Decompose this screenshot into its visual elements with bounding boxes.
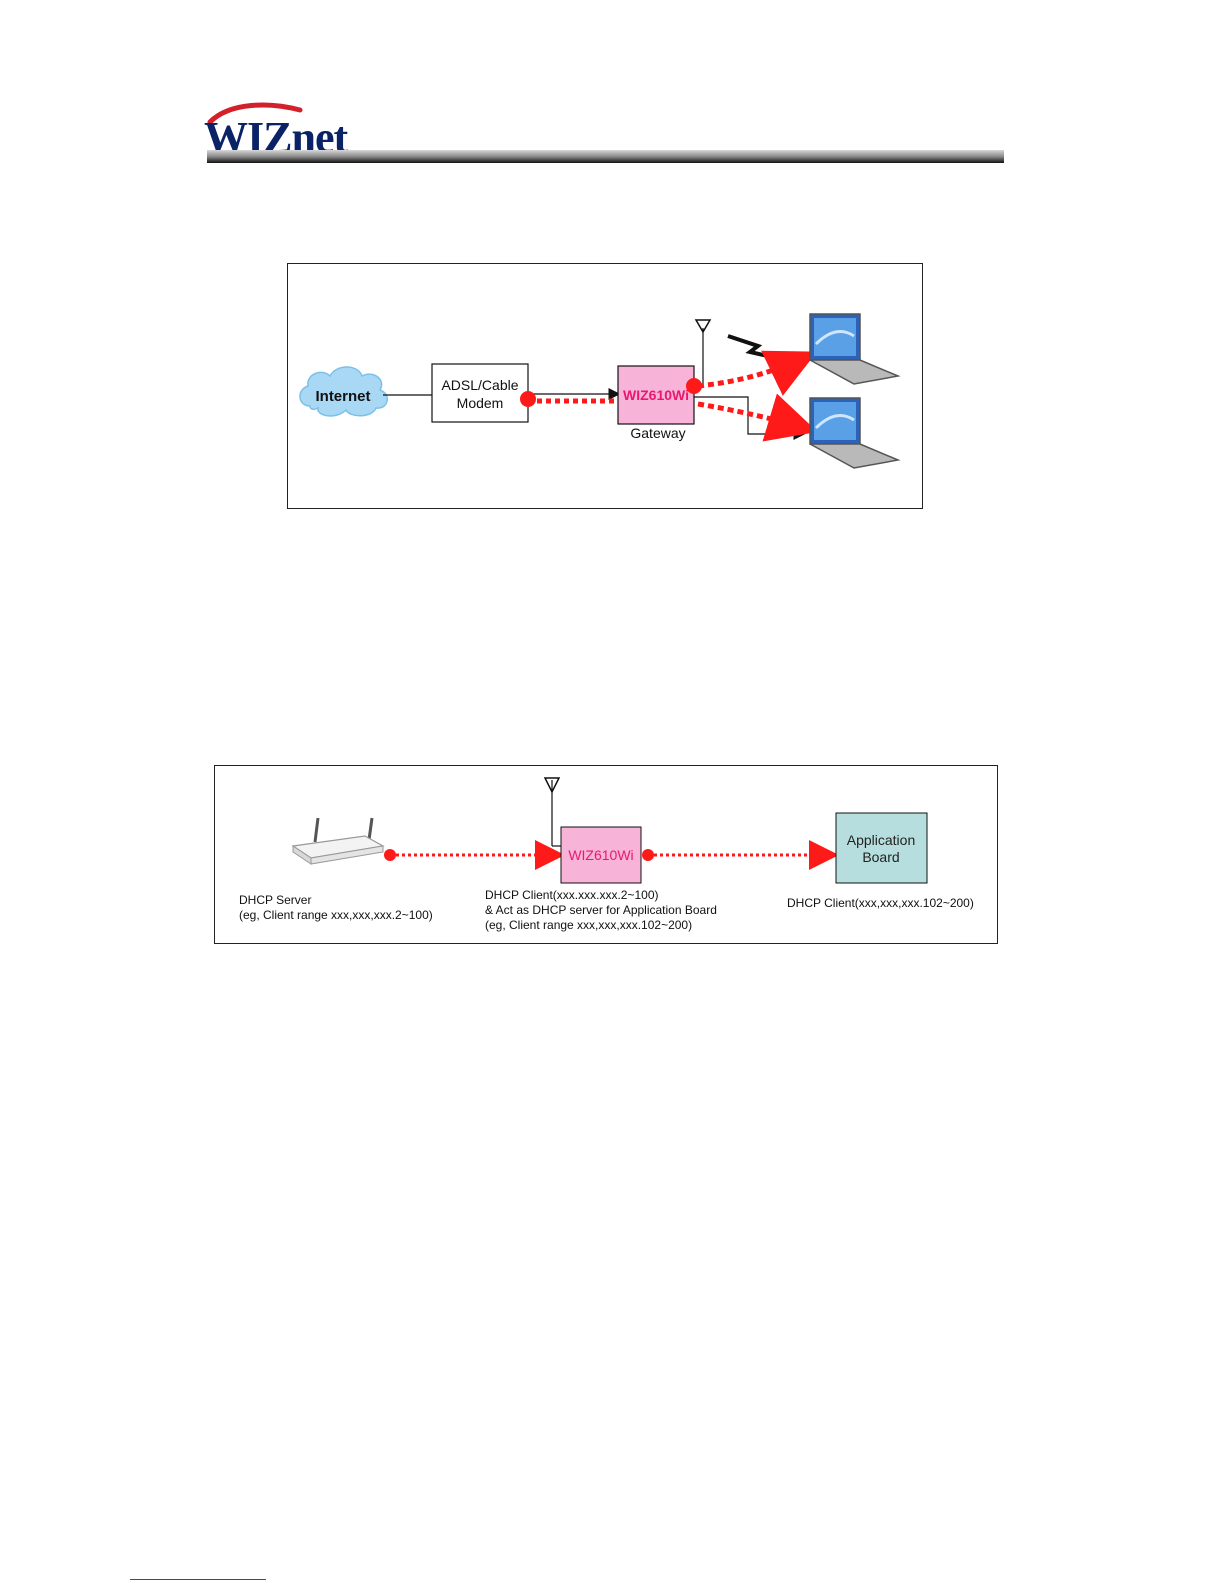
- application-board: [836, 813, 927, 883]
- header-rule: [207, 150, 1004, 163]
- device-label: WIZ610Wi: [568, 847, 633, 863]
- antenna-icon: [545, 778, 561, 846]
- modem-label-1: ADSL/Cable: [441, 377, 518, 393]
- modem-port-dot: [520, 391, 536, 407]
- router-port-dot: [384, 849, 396, 861]
- wireless-signal-icon: [728, 336, 786, 360]
- modem-box: [432, 364, 528, 422]
- internet-label: Internet: [315, 388, 370, 405]
- footer-link-underline[interactable]: [130, 1579, 266, 1580]
- app-board-label-2: Board: [862, 849, 899, 865]
- antenna-icon: [696, 320, 710, 384]
- laptop-icon-1: [810, 314, 898, 384]
- client-caption-1: DHCP Client(xxx.xxx.xxx.2~100): [485, 888, 659, 902]
- client-caption-3: (eg, Client range xxx,xxx,xxx.102~200): [485, 918, 692, 932]
- figure-gateway-diagram: Internet ADSL/Cable Modem WIZ610Wi Gatew…: [287, 263, 923, 509]
- modem-label-2: Modem: [457, 395, 504, 411]
- device-port-dot: [642, 849, 654, 861]
- board-caption: DHCP Client(xxx,xxx,xxx.102~200): [787, 896, 974, 910]
- laptop-icon-2: [810, 398, 898, 468]
- gateway-label: Gateway: [630, 425, 685, 441]
- figure-dhcp-diagram: WIZ610Wi Application Board DHCP Server (…: [214, 765, 998, 944]
- server-caption-2: (eg, Client range xxx,xxx,xxx.2~100): [239, 908, 433, 922]
- server-caption-1: DHCP Server: [239, 893, 311, 907]
- app-board-label-1: Application: [847, 832, 916, 848]
- router-icon: [293, 818, 383, 864]
- device-label: WIZ610Wi: [623, 387, 689, 403]
- client-caption-2: & Act as DHCP server for Application Boa…: [485, 903, 717, 917]
